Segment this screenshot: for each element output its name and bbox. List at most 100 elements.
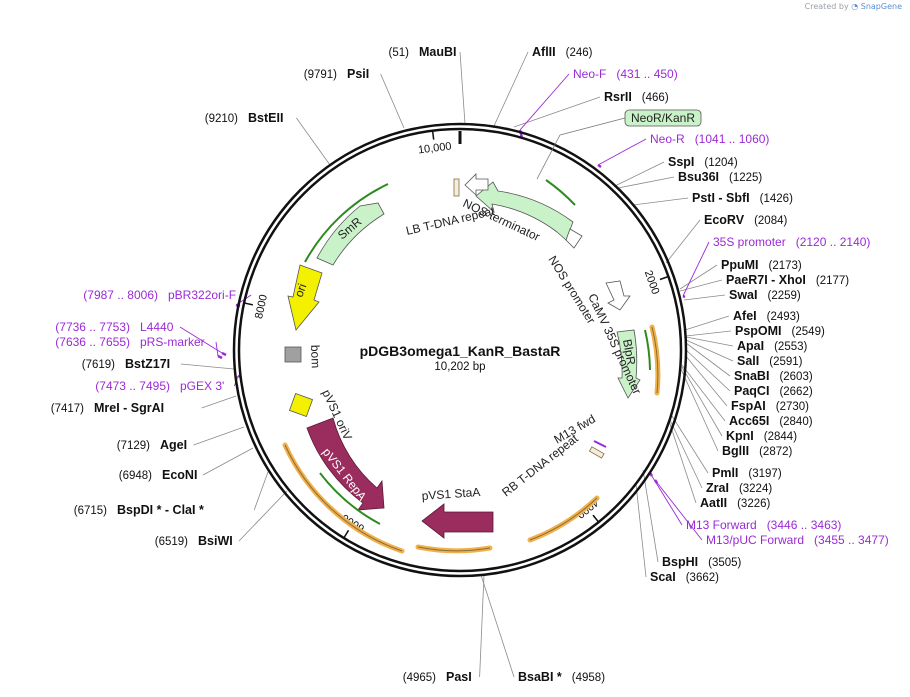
primer-label-position: (1041 .. 1060) [695,132,770,146]
lb-repeat-box [453,178,460,197]
enzyme-leader [681,366,723,437]
smr-green-arc [304,183,389,263]
blpr-green-arc [644,329,651,371]
rb-repeat-box [588,446,605,459]
enzyme-leader [632,197,689,206]
enzyme-label-position: (4958) [572,672,605,684]
pvs1-staa-arrow [421,503,494,539]
bom-label: bom [308,345,323,369]
enzyme-label-name: FspAI [731,399,766,413]
bom-box [284,346,302,363]
enzyme-label: PsiI(9791) [304,67,370,81]
enzyme-label: AatII(3226) [700,496,771,510]
pvs1-oriv-box [288,392,314,418]
enzyme-label-position: (7619) [82,359,115,371]
tick-mark [592,514,600,523]
enzyme-label: FspAI (2730) [731,399,809,413]
orange-arc-lower-right [527,495,600,543]
neor-leader-2 [536,134,561,180]
enzyme-label-name: SalI [737,354,759,368]
enzyme-label: SalI(2591) [737,354,803,368]
tick-mark [243,302,254,306]
repa-green-arc [319,472,381,525]
enzyme-label: SspI(1204) [668,155,738,169]
enzyme-label-name: ZraI [706,481,729,495]
enzyme-label: SwaI(2259) [729,288,801,302]
enzyme-label-position: (1426) [760,193,793,205]
snapgene-logo: ◔ [851,2,859,11]
enzyme-label-position: (2173) [769,260,802,272]
enzyme-label: PpuMI(2173) [721,258,802,272]
primer-label-name: 35S promoter [713,235,786,249]
enzyme-label: EcoNI(6948) [119,468,198,482]
enzyme-label-position: (7417) [51,403,84,415]
enzyme-leader [683,294,726,301]
enzyme-leader [193,426,245,446]
enzyme-label: SnaBI(2603) [734,369,813,383]
enzyme-label-position: (246) [566,47,593,59]
enzyme-label-position: (6519) [155,536,188,548]
orange-arc-right-core [651,326,659,394]
primer-label-position: (2120 .. 2140) [796,235,871,249]
enzyme-label-position: (466) [642,92,669,104]
primer-label: 35S promoter (2120 .. 2140) [713,235,870,249]
tick-mark [431,130,435,140]
enzyme-leader [685,339,734,362]
credit-brand: SnapGene [860,2,902,11]
enzyme-leader [480,574,515,678]
primer-label-name: Neo-R [650,132,685,146]
enzyme-label-position: (2084) [754,215,787,227]
enzyme-leader [479,574,485,678]
enzyme-leader [684,348,731,392]
enzyme-label-name: PaeR7I - XhoI [726,273,806,287]
enzyme-label-position: (2662) [779,386,812,398]
enzyme-label-name: PmlI [712,466,738,480]
enzyme-label: AgeI(7129) [117,438,187,452]
labels-layer: MauBI(51)AflII(246)PsiI(9791)RsrII(466)B… [51,45,889,684]
primer-label-position: (7636 .. 7655) [55,335,130,349]
enzyme-label: ScaI(3662) [650,570,719,584]
primer-label-name: L4440 [140,320,174,334]
tick-label: 8000 [253,294,270,320]
enzyme-label-name: BsiWI [198,534,233,548]
enzyme-label: BspHI(3505) [662,555,742,569]
enzyme-label-name: EcoRV [704,213,745,227]
snapgene-credit: Created by ◔ SnapGene [805,2,902,11]
enzyme-label-name: AgeI [160,438,187,452]
enzyme-label-name: Acc65I [729,414,769,428]
primer-leader [179,326,223,354]
plasmid-length: 10,202 bp [434,361,485,373]
enzyme-label-name: BstZ17I [125,357,170,371]
primer-label: L4440(7736 .. 7753) [55,320,173,334]
enzyme-leader [665,219,701,264]
enzyme-leader [238,490,288,542]
neor-leader [559,117,626,136]
tick-mark [343,529,350,539]
enzyme-leader [202,447,254,476]
enzyme-label-name: ScaI [650,570,676,584]
primer-label: M13/pUC Forward(3455 .. 3477) [706,533,889,547]
enzyme-label-position: (2872) [759,446,792,458]
enzyme-leader [296,117,331,166]
camv-35s-arrow [605,280,631,311]
primer-label-name: M13/pUC Forward [706,533,804,547]
primer-label-name: pRS-marker [140,335,205,349]
enzyme-label: Acc65I(2840) [729,414,813,428]
smr-arrow [316,202,385,266]
enzyme-leader [635,483,647,578]
blpr-arrow [616,329,641,399]
enzyme-label-position: (2177) [816,275,849,287]
enzyme-leader [493,51,529,127]
enzyme-leader [253,471,269,511]
enzyme-label-position: (2730) [776,401,809,413]
neor-kanr-arrow [475,181,574,241]
enzyme-label-name: PspOMI [735,324,782,338]
neor-green-arc [545,179,576,206]
primer-label-name: pGEX 3' [180,379,224,393]
enzyme-label-name: RsrII [604,90,632,104]
enzyme-label-name: Bsu36I [678,170,719,184]
enzyme-label-name: AfeI [733,309,757,323]
enzyme-label-position: (9791) [304,69,337,81]
enzyme-label-name: AflII [532,45,556,59]
enzyme-label-position: (4965) [403,672,436,684]
